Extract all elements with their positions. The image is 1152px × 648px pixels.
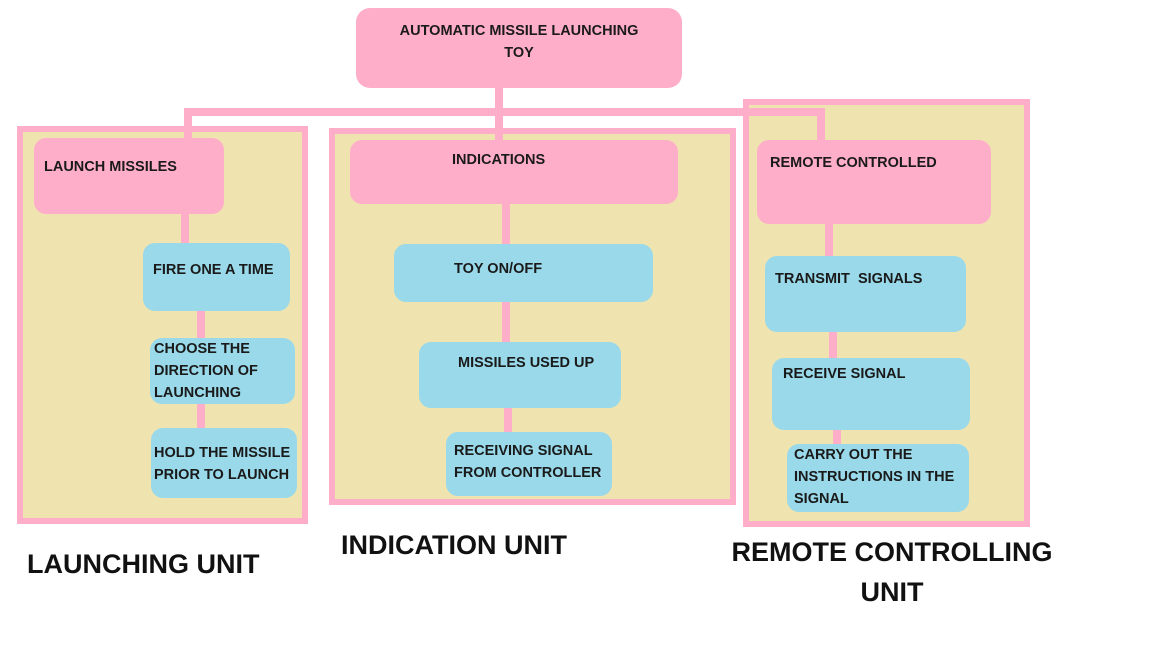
connector-launching-3 <box>197 402 205 432</box>
connector-rail-to-remote <box>817 108 825 144</box>
connector-launching-2 <box>197 308 205 342</box>
indication-step-1-label: TOY ON/OFF <box>454 261 543 277</box>
indication-header-node: INDICATIONS <box>350 140 678 204</box>
indication-step-3: RECEIVING SIGNAL FROM CONTROLLER <box>446 432 612 496</box>
launching-unit-label: LAUNCHING UNIT <box>27 549 260 579</box>
indication-step-1: TOY ON/OFF <box>394 244 653 302</box>
connector-remote-3 <box>833 428 841 448</box>
remote-step-3-label: CARRY OUT THE INSTRUCTIONS IN THE SIGNAL <box>794 447 955 507</box>
launching-step-3: HOLD THE MISSILE PRIOR TO LAUNCH <box>151 428 297 498</box>
launching-step-2-label: CHOOSE THE DIRECTION OF LAUNCHING <box>154 341 258 401</box>
remote-step-1-label: TRANSMIT SIGNALS <box>775 271 923 287</box>
remote-step-3: CARRY OUT THE INSTRUCTIONS IN THE SIGNAL <box>787 444 969 512</box>
launching-step-1: FIRE ONE A TIME <box>143 243 290 311</box>
launching-step-2: CHOOSE THE DIRECTION OF LAUNCHING <box>150 338 295 404</box>
indication-step-3-label: RECEIVING SIGNAL FROM CONTROLLER <box>454 443 602 481</box>
connector-root-stem <box>495 86 503 146</box>
launching-header-label: LAUNCH MISSILES <box>44 159 177 175</box>
indication-step-2: MISSILES USED UP <box>419 342 621 408</box>
indication-header-label: INDICATIONS <box>452 152 546 168</box>
root-node-label: AUTOMATIC MISSILE LAUNCHING TOY <box>399 23 639 61</box>
connector-top-rail <box>184 108 825 116</box>
launching-step-1-label: FIRE ONE A TIME <box>153 262 274 278</box>
remote-header-node: REMOTE CONTROLLED <box>757 140 991 224</box>
connector-indication-2 <box>502 298 510 346</box>
launching-step-3-label: HOLD THE MISSILE PRIOR TO LAUNCH <box>154 445 291 483</box>
connector-launching-1 <box>181 212 189 246</box>
connector-remote-2 <box>829 328 837 362</box>
launching-header-node: LAUNCH MISSILES <box>34 138 224 214</box>
indication-step-2-label: MISSILES USED UP <box>458 355 595 371</box>
remote-step-2: RECEIVE SIGNAL <box>772 358 970 430</box>
connector-indication-3 <box>504 404 512 436</box>
remote-header-label: REMOTE CONTROLLED <box>770 155 937 171</box>
remote-unit-label: REMOTE CONTROLLING UNIT <box>731 537 1053 607</box>
remote-step-2-label: RECEIVE SIGNAL <box>783 366 906 382</box>
remote-step-1: TRANSMIT SIGNALS <box>765 256 966 332</box>
indication-unit-label: INDICATION UNIT <box>341 530 567 560</box>
connector-indication-1 <box>502 202 510 248</box>
connector-remote-1 <box>825 222 833 260</box>
connector-rail-to-launching <box>184 108 192 148</box>
root-node: AUTOMATIC MISSILE LAUNCHING TOY <box>356 8 682 88</box>
